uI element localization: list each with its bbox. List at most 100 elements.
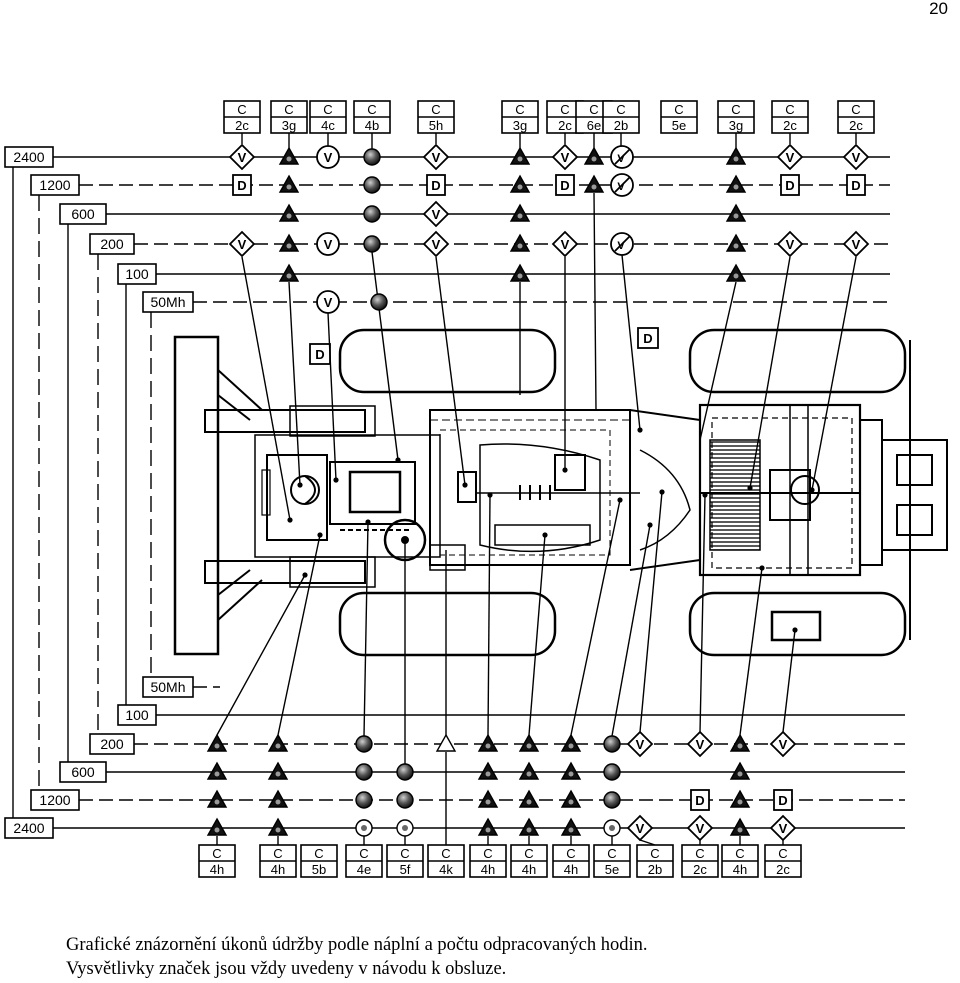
code-box: C5b <box>300 844 338 878</box>
d-box-letter: D <box>785 178 794 193</box>
code-box: C4h <box>510 844 548 878</box>
code-box-code: 4h <box>522 862 536 877</box>
code-box: C4h <box>552 844 590 878</box>
v-diamond-symbol: V <box>626 814 654 842</box>
ball-symbol <box>355 791 373 809</box>
code-box-code: 2c <box>776 862 790 877</box>
v-diamond-frame <box>626 730 654 758</box>
triangle-symbol <box>725 203 747 222</box>
triangle-mark <box>278 174 300 193</box>
ball-symbol <box>603 819 621 837</box>
d-box-frame <box>555 174 575 196</box>
code-box: C4c <box>309 100 347 134</box>
ball-mark <box>355 763 373 781</box>
triangle-symbol <box>518 761 540 780</box>
code-box-code: 2c <box>849 118 863 133</box>
v-diamond-frame <box>422 230 450 258</box>
v-diamond-symbol: V <box>422 230 450 258</box>
v-diamond-frame <box>842 230 870 258</box>
code-box-letter: C <box>483 846 492 861</box>
v-slash-letter: V <box>617 153 625 165</box>
leader-line <box>593 192 597 411</box>
code-box-letter: C <box>359 846 368 861</box>
triangle-dot <box>591 156 597 162</box>
v-diamond-letter: V <box>852 150 861 165</box>
code-box-letter: C <box>515 102 524 117</box>
v-diamond-letter: V <box>786 150 795 165</box>
triangle-dot <box>733 213 739 219</box>
leader-line <box>699 281 737 441</box>
ball-symbol <box>603 763 621 781</box>
triangle-dot <box>214 799 220 805</box>
ball-symbol <box>370 293 388 311</box>
triangle-dot <box>517 156 523 162</box>
triangle-dot <box>214 827 220 833</box>
d-box-symbol: D <box>555 174 575 196</box>
v-diamond-letter: V <box>432 237 441 252</box>
leader-line <box>749 256 791 489</box>
ball-symbol <box>396 791 414 809</box>
caption-line-1: Grafické znázornění úkonů údržby podle n… <box>66 935 648 955</box>
interval-label: 50Mh <box>150 294 185 310</box>
v-diamond-letter: V <box>432 207 441 222</box>
triangle-dot <box>485 743 491 749</box>
code-box-code: 2b <box>614 118 628 133</box>
triangle-mark <box>560 761 582 780</box>
triangle-mark <box>206 761 228 780</box>
ball-mark <box>363 148 381 166</box>
v-diamond-symbol: V <box>422 200 450 228</box>
triangle-symbol <box>278 203 300 222</box>
v-diamond-frame <box>551 230 579 258</box>
triangle-symbol <box>477 761 499 780</box>
triangle-symbol <box>206 817 228 836</box>
v-diamond-letter: V <box>636 821 645 836</box>
code-box-code: 5e <box>605 862 619 877</box>
v-diamond-frame <box>686 730 714 758</box>
interval-label: 200 <box>100 236 124 252</box>
code-box-letter: C <box>560 102 569 117</box>
leader-dot <box>317 532 323 538</box>
leader-line <box>639 491 663 733</box>
d-box-symbol: D <box>780 174 800 196</box>
triangle-dot <box>737 799 743 805</box>
code-box-code: 4h <box>564 862 578 877</box>
triangle-mark <box>583 146 605 165</box>
v-diamond-symbol: V <box>626 730 654 758</box>
code-box-code: 2c <box>558 118 572 133</box>
code-box-letter: C <box>650 846 659 861</box>
code-box-letter: C <box>589 102 598 117</box>
code-box-code: 4h <box>271 862 285 877</box>
triangle-dot <box>591 184 597 190</box>
triangle-symbol <box>729 817 751 836</box>
ball-mark <box>355 791 373 809</box>
code-box-code: 2c <box>235 118 249 133</box>
triangle-dot <box>568 827 574 833</box>
triangle-mark <box>267 733 289 752</box>
code-box-code: 6e <box>587 118 601 133</box>
triangle-dot <box>485 827 491 833</box>
v-circle-letter: V <box>324 150 333 165</box>
ball-mark <box>363 205 381 223</box>
triangle-mark <box>278 146 300 165</box>
leader-dot <box>702 492 708 498</box>
triangle-symbol <box>435 733 457 752</box>
code-box-code: 3g <box>282 118 296 133</box>
leader-dot <box>302 572 308 578</box>
interval-label: 100 <box>125 266 149 282</box>
triangle-dot <box>286 243 292 249</box>
code-box: C5h <box>417 100 455 134</box>
v-diamond-letter: V <box>636 737 645 752</box>
v-diamond-frame <box>551 143 579 171</box>
code-box-letter: C <box>778 846 787 861</box>
code-box-letter: C <box>524 846 533 861</box>
code-box-code: 4b <box>365 118 379 133</box>
code-box-code: 4e <box>357 862 371 877</box>
triangle-dot <box>485 799 491 805</box>
v-diamond-frame <box>422 200 450 228</box>
triangle-symbol <box>560 761 582 780</box>
ball-symbol <box>363 205 381 223</box>
triangle-symbol <box>725 146 747 165</box>
code-box-letter: C <box>367 102 376 117</box>
d-box-letter: D <box>237 178 246 193</box>
ball-symbol <box>396 763 414 781</box>
